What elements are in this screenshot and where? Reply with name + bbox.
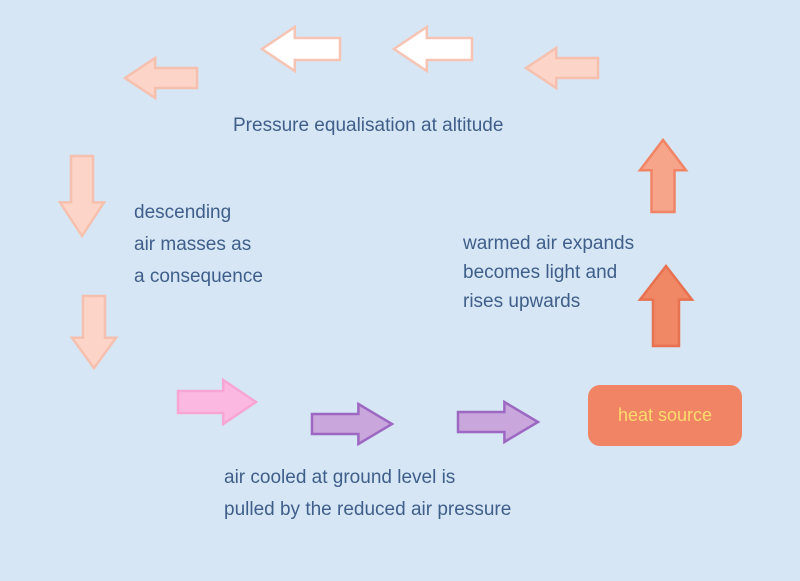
arrow-top-3-left-arrow-icon	[391, 24, 474, 74]
label-bottom-line-1: air cooled at ground level is	[224, 467, 456, 488]
arrow-top-2-left-arrow-icon	[259, 24, 342, 74]
label-cooled-air: air cooled at ground level is pulled by …	[224, 462, 511, 526]
arrow-bottom-1-right-arrow-icon	[176, 377, 259, 427]
arrow-bottom-2-right-arrow-icon	[310, 401, 395, 447]
label-left-line-1: descending	[134, 202, 232, 223]
label-bottom-line-2: pulled by the reduced air pressure	[224, 499, 512, 520]
arrow-bottom-3-right-arrow-icon	[456, 399, 541, 445]
arrow-left-down-1-down-arrow-icon	[57, 154, 107, 239]
arrow-right-up-2-up-arrow-icon	[637, 137, 689, 214]
arrow-left-down-2-down-arrow-icon	[69, 294, 119, 371]
label-right-line-3: rises upwards	[463, 291, 581, 312]
label-left-line-3: a consequence	[134, 266, 263, 287]
heat-source-box: heat source	[588, 385, 742, 446]
heat-source-label: heat source	[617, 405, 713, 425]
label-right-line-1: warmed air expands	[463, 233, 635, 254]
label-descending-air: descending air masses as a consequence	[134, 197, 263, 293]
arrow-top-1-left-arrow-icon	[122, 55, 199, 101]
arrow-right-up-1-up-arrow-icon	[637, 263, 695, 348]
label-warmed-air: warmed air expands becomes light and ris…	[463, 229, 634, 316]
label-pressure-equalisation: Pressure equalisation at altitude	[233, 110, 503, 142]
label-right-line-2: becomes light and	[463, 262, 618, 283]
arrow-top-4-left-arrow-icon	[523, 45, 600, 91]
label-left-line-2: air masses as	[134, 234, 252, 255]
label-top-line: Pressure equalisation at altitude	[233, 115, 504, 136]
